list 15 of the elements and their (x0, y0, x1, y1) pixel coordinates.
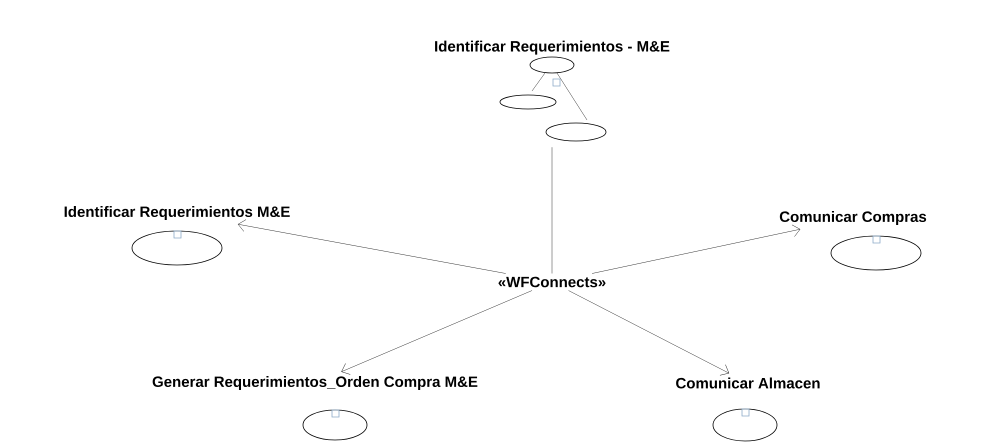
use-case: Comunicar Almacen (676, 378, 820, 442)
use-case: Comunicar Compras (780, 211, 926, 270)
stereotype-label: «WFConnects» (498, 276, 606, 288)
arrow (238, 219, 506, 274)
node-label: Comunicar Almacen (676, 378, 820, 389)
arrow (568, 290, 730, 376)
use-case-group: Identificar Requerimientos - M&E (435, 40, 670, 142)
node-label: Comunicar Compras (780, 211, 926, 225)
node-label: Identificar Requerimientos - M&E (435, 40, 670, 55)
node-label: Generar Requerimientos_Orden Compra M&E (152, 376, 478, 390)
arrow (592, 224, 800, 274)
node-label: Identificar Requerimientos M&E (64, 206, 290, 220)
arrow (341, 290, 532, 375)
use-case: Generar Requerimientos_Orden Compra M&E (152, 376, 478, 440)
use-case: Identificar Requerimientos M&E (64, 206, 290, 266)
